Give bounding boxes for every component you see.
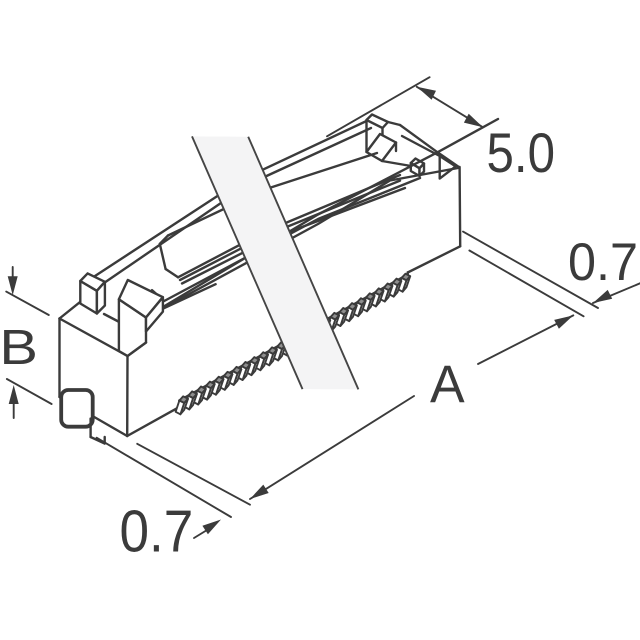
svg-text:0.7: 0.7	[120, 498, 194, 564]
svg-text:0.7: 0.7	[568, 232, 638, 291]
svg-text:A: A	[430, 356, 465, 415]
svg-text:B: B	[0, 320, 38, 375]
svg-text:5.0: 5.0	[487, 122, 555, 185]
